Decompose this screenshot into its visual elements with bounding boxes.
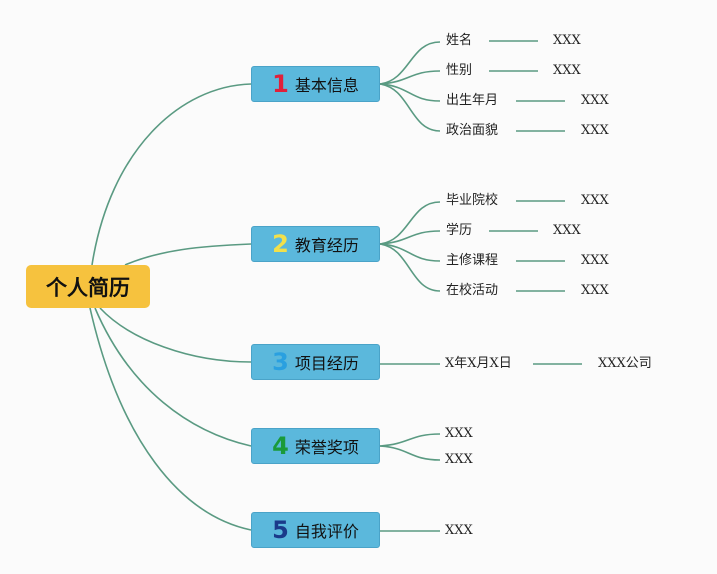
leaf-label: 毕业院校 <box>446 193 499 208</box>
branch-number: 1 <box>272 70 289 98</box>
connector-b4-l1 <box>379 433 441 447</box>
branch-honors: 4 荣誉奖项 <box>251 428 380 464</box>
branch-label: 荣誉奖项 <box>294 438 359 457</box>
connector-b2-l1 <box>379 201 441 245</box>
leaf-label: 在校活动 <box>446 283 499 298</box>
connector-root-branch-5 <box>89 307 252 531</box>
branch-education: 2 教育经历 <box>251 226 380 262</box>
branch-projects: 3 项目经历 <box>251 344 380 380</box>
leaf-label: 政治面貌 <box>446 123 499 138</box>
connector-b1-l1 <box>379 41 441 85</box>
connector-b2-l3 <box>379 243 441 262</box>
branch-self-evaluation: 5 自我评价 <box>251 512 380 548</box>
root-label: 个人简历 <box>46 275 130 300</box>
leaf-label: 性别 <box>446 63 473 78</box>
root-node: 个人简历 <box>26 265 150 308</box>
leaf-label: 学历 <box>446 223 473 238</box>
leaf-value: XXX <box>553 223 581 238</box>
leaf-value: XXX <box>581 123 609 138</box>
branch-number: 2 <box>272 230 289 258</box>
leaf-label: 出生年月 <box>446 93 499 108</box>
leaf-value: XXX公司 <box>598 356 652 371</box>
leaf-label: 姓名 <box>446 33 473 48</box>
connector-root-branch-3 <box>99 307 252 363</box>
branch-label: 自我评价 <box>294 522 359 541</box>
connector-b1-l4 <box>379 83 441 132</box>
connector-root-branch-1 <box>91 83 252 266</box>
branch-basic-info: 1 基本信息 <box>251 66 380 102</box>
leaf-label: XXX <box>445 426 473 441</box>
branch-label: 教育经历 <box>294 236 359 255</box>
leaf-value: XXX <box>553 63 581 78</box>
leaf-label: 主修课程 <box>446 253 499 268</box>
branch-number: 5 <box>272 516 289 544</box>
leaf-value: XXX <box>581 253 609 268</box>
leaf-value: XXX <box>553 33 581 48</box>
connector-b1-l3 <box>379 83 441 102</box>
branch-label: 项目经历 <box>294 354 359 373</box>
connector-b2-l2 <box>379 230 441 245</box>
leaf-value: XXX <box>581 283 609 298</box>
branch-number: 3 <box>272 348 289 376</box>
connector-b1-l2 <box>379 70 441 85</box>
connector-b4-l2 <box>379 445 441 461</box>
leaf-value: XXX <box>581 193 609 208</box>
leaf-value: XXX <box>581 93 609 108</box>
leaf-label: X年X月X日 <box>445 356 512 371</box>
leaf-label: XXX <box>445 523 473 538</box>
connector-root-branch-2 <box>124 243 252 266</box>
branch-number: 4 <box>272 432 289 460</box>
connector-root-branch-4 <box>94 307 252 447</box>
branch-label: 基本信息 <box>294 76 359 95</box>
leaf-label: XXX <box>445 452 473 467</box>
connector-b2-l4 <box>379 243 441 292</box>
